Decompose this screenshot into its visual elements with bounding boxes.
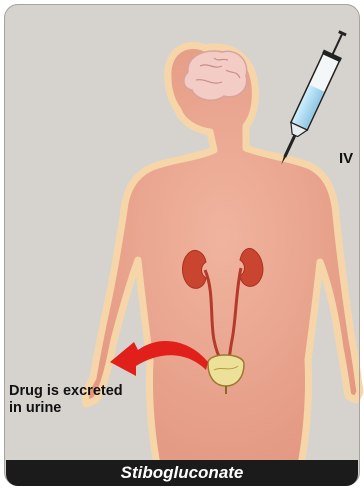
excretion-label: Drug is excreted in urine: [9, 383, 123, 417]
iv-label: IV: [339, 150, 353, 167]
syringe-icon: [272, 28, 352, 169]
drug-name-title: Stibogluconate: [121, 463, 244, 483]
brain-icon: [184, 51, 247, 100]
excretion-label-line2: in urine: [9, 400, 123, 417]
title-bar: Stibogluconate: [6, 460, 358, 486]
human-body: [85, 46, 360, 470]
excretion-label-line1: Drug is excreted: [9, 383, 123, 400]
